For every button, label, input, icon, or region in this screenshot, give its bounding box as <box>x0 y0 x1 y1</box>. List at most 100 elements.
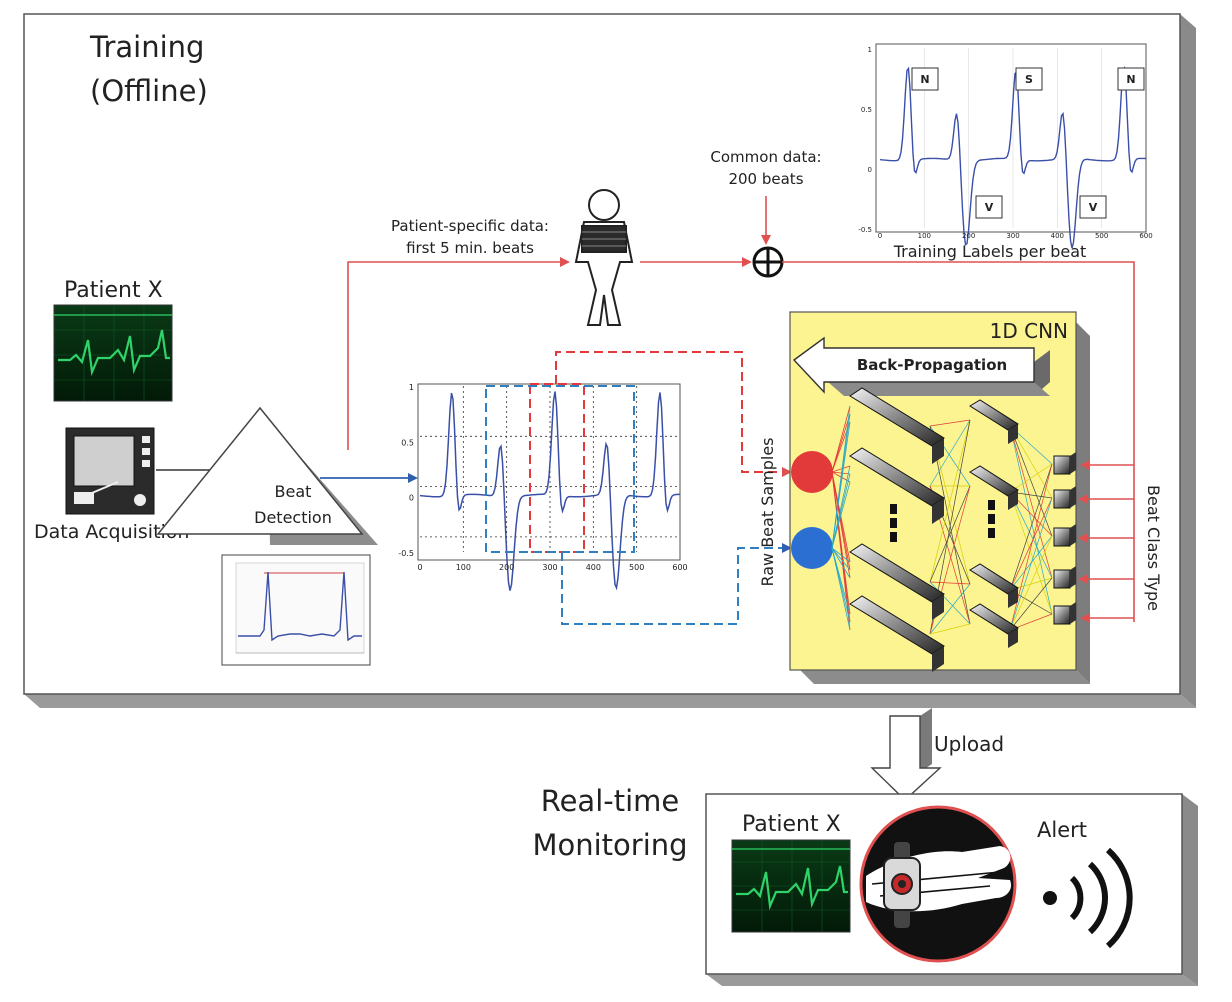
ecg-y-tick: 0.5 <box>401 438 414 447</box>
ecg-x-tick: 300 <box>542 563 557 572</box>
labels-x-tick: 200 <box>962 232 975 240</box>
ecg-x-tick: 600 <box>672 563 687 572</box>
ecg-x-tick: 500 <box>629 563 644 572</box>
beat-tag-box <box>911 67 939 91</box>
backprop-label: Back-Propagation <box>857 356 1007 374</box>
person-icon <box>574 189 634 326</box>
cnn-network <box>831 387 1076 672</box>
ellipsis-dot <box>890 504 897 514</box>
input-neuron-blue <box>791 527 833 569</box>
output-unit <box>1053 527 1071 547</box>
output-unit-side <box>1070 566 1076 588</box>
validation-window <box>485 385 792 625</box>
backprop-arrow <box>792 336 1050 396</box>
feature-map-side <box>932 594 944 620</box>
cnn-title: 1D CNN <box>990 319 1068 343</box>
labels-x-tick: 400 <box>1051 232 1064 240</box>
output-unit <box>1053 569 1071 589</box>
beat-tag-box <box>1079 195 1107 219</box>
output-arrows <box>1078 460 1135 623</box>
connection-line <box>831 547 851 563</box>
connection-line <box>831 547 851 579</box>
ecg-y-tick: 1 <box>409 383 414 392</box>
ecg-y-tick: -0.5 <box>398 549 414 558</box>
output-unit-side <box>1070 486 1076 508</box>
ellipsis-dot <box>988 528 995 538</box>
labels-y-tick: -0.5 <box>858 226 872 234</box>
connection-line <box>831 413 851 473</box>
feature-map-side <box>932 646 944 672</box>
training-subtitle: (Offline) <box>90 74 208 108</box>
ecg-x-tick: 0 <box>417 563 422 572</box>
beat-tag: N <box>920 73 929 86</box>
connection-line <box>831 547 851 571</box>
connection-line <box>929 419 971 487</box>
sum-icon <box>752 246 784 278</box>
connection-line <box>831 471 851 579</box>
acquisition-device <box>65 427 155 515</box>
ecg-x-tick: 400 <box>586 563 601 572</box>
beat-detection-label-1: Beat <box>275 482 312 501</box>
alert-label: Alert <box>1037 818 1087 842</box>
ecg-y-tick: 0 <box>409 494 414 503</box>
beat-tag: V <box>985 201 994 214</box>
labels-x-tick: 100 <box>918 232 931 240</box>
connection-line <box>1009 497 1053 591</box>
beat-detection-label-2: Detection <box>254 508 332 527</box>
ecg-chart <box>417 383 681 591</box>
connection-line <box>1009 497 1053 631</box>
beat-tag: N <box>1126 73 1135 86</box>
output-unit <box>1053 489 1071 509</box>
patient-ecg-monitor <box>53 304 173 402</box>
connection-line <box>1009 491 1053 579</box>
common-data-label-1: Common data: <box>710 148 821 166</box>
connection-line <box>831 547 851 631</box>
patient-data-path <box>347 257 570 450</box>
connection-line <box>1009 425 1053 537</box>
connection-line <box>1009 463 1053 591</box>
connection-line <box>929 583 971 635</box>
patient-data-label-2: first 5 min. beats <box>406 239 534 257</box>
patient-monitor-label: Patient X <box>64 278 163 303</box>
beat-thumbnail <box>221 554 371 666</box>
realtime-ecg-monitor <box>731 839 851 933</box>
input-neuron-red <box>791 451 833 493</box>
upload-label: Upload <box>934 732 1004 756</box>
connection-line <box>831 481 851 549</box>
output-unit-side <box>1070 524 1076 546</box>
connection-line <box>1009 425 1053 579</box>
labels-chart-caption: Training Labels per beat <box>893 242 1087 261</box>
acquisition-label: Data Acquisition <box>34 521 189 543</box>
realtime-subtitle: Monitoring <box>532 828 687 862</box>
common-data-label-2: 200 beats <box>728 170 803 188</box>
realtime-title: Real-time <box>541 784 680 818</box>
output-unit-side <box>1070 602 1076 624</box>
beat-tag-box <box>975 195 1003 219</box>
connection-line <box>1009 425 1053 615</box>
connection-line <box>929 623 971 635</box>
labels-y-tick: 1 <box>868 46 872 54</box>
connection-line <box>929 419 971 427</box>
training-title: Training <box>89 30 204 64</box>
wearable-device-icon <box>859 805 1017 963</box>
feature-map-side <box>1008 424 1018 444</box>
output-unit-side <box>1070 452 1076 474</box>
feature-map-side <box>932 498 944 524</box>
beat-tag: S <box>1025 73 1033 86</box>
connection-line <box>831 471 851 475</box>
feature-map-side <box>1008 628 1018 648</box>
feature-map-side <box>1008 490 1018 510</box>
labels-x-tick: 600 <box>1139 232 1152 240</box>
output-unit <box>1053 605 1071 625</box>
feature-map-side <box>1008 588 1018 608</box>
ellipsis-dot <box>890 532 897 542</box>
connection-line <box>929 485 971 583</box>
cnn-input-label: Raw Beat Samples <box>758 437 777 586</box>
beat-tag-box <box>1117 67 1145 91</box>
patient-data-label-1: Patient-specific data: <box>391 217 549 235</box>
cnn-output-label: Beat Class Type <box>1144 485 1163 611</box>
connection-line <box>1009 491 1053 615</box>
alert-signal-icon <box>1043 847 1133 949</box>
